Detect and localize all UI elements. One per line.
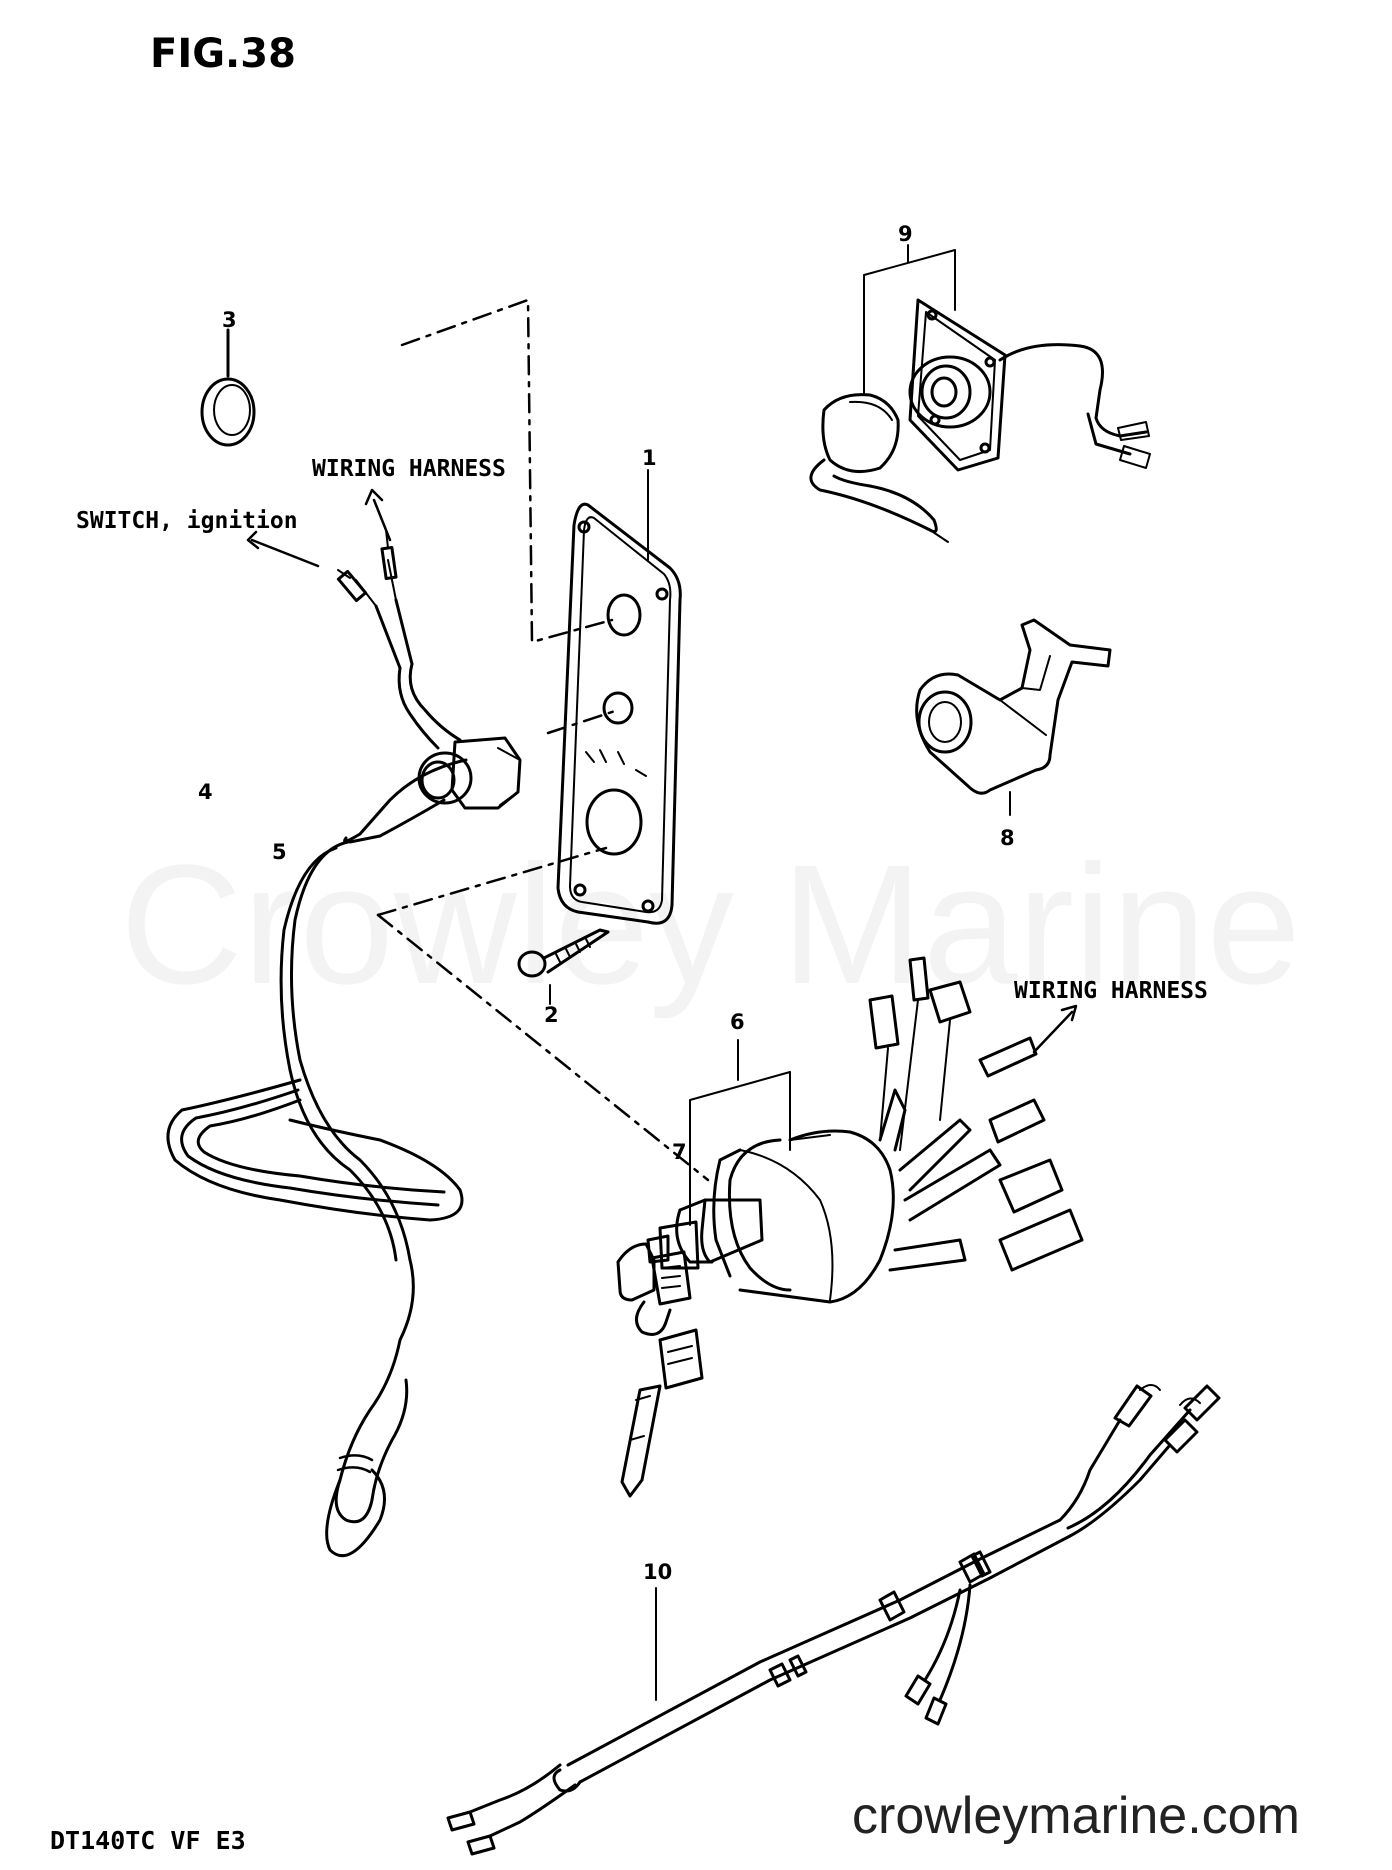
switch-panel-part-1 xyxy=(556,469,682,925)
ignition-switch-part-6 xyxy=(616,956,1084,1498)
part-number-6: 6 xyxy=(730,1010,745,1034)
lanyard-cord-part-5 xyxy=(166,840,464,1558)
leader-lines xyxy=(376,298,710,1182)
part-number-5: 5 xyxy=(272,840,287,864)
wiring-harness-part-10 xyxy=(446,1384,1221,1856)
wiring-harness-callout-upper: WIRING HARNESS xyxy=(312,456,506,482)
connector-part-9 xyxy=(809,244,1151,543)
callout-arrows xyxy=(246,488,1078,1054)
part-number-8: 8 xyxy=(1000,826,1015,850)
stop-switch-part-4 xyxy=(336,529,522,844)
site-url: crowleymarine.com xyxy=(852,1787,1300,1845)
part-number-9: 9 xyxy=(898,222,913,246)
screw-part-2 xyxy=(517,928,610,1005)
part-number-4: 4 xyxy=(198,780,213,804)
figure-label: FIG.38 xyxy=(150,31,296,77)
part-number-3: 3 xyxy=(222,308,237,332)
switch-ignition-callout: SWITCH, ignition xyxy=(76,508,298,534)
part-number-7: 7 xyxy=(672,1140,687,1164)
bracket-part-8 xyxy=(915,618,1112,816)
model-code: DT140TC VF E3 xyxy=(50,1826,246,1855)
part-number-1: 1 xyxy=(642,446,657,470)
wiring-harness-callout-lower: WIRING HARNESS xyxy=(1014,978,1208,1004)
part-number-10: 10 xyxy=(643,1560,673,1584)
cap-part-3 xyxy=(200,328,256,447)
part-number-2: 2 xyxy=(544,1003,559,1027)
watermark: Crowley Marine xyxy=(120,840,1301,1010)
